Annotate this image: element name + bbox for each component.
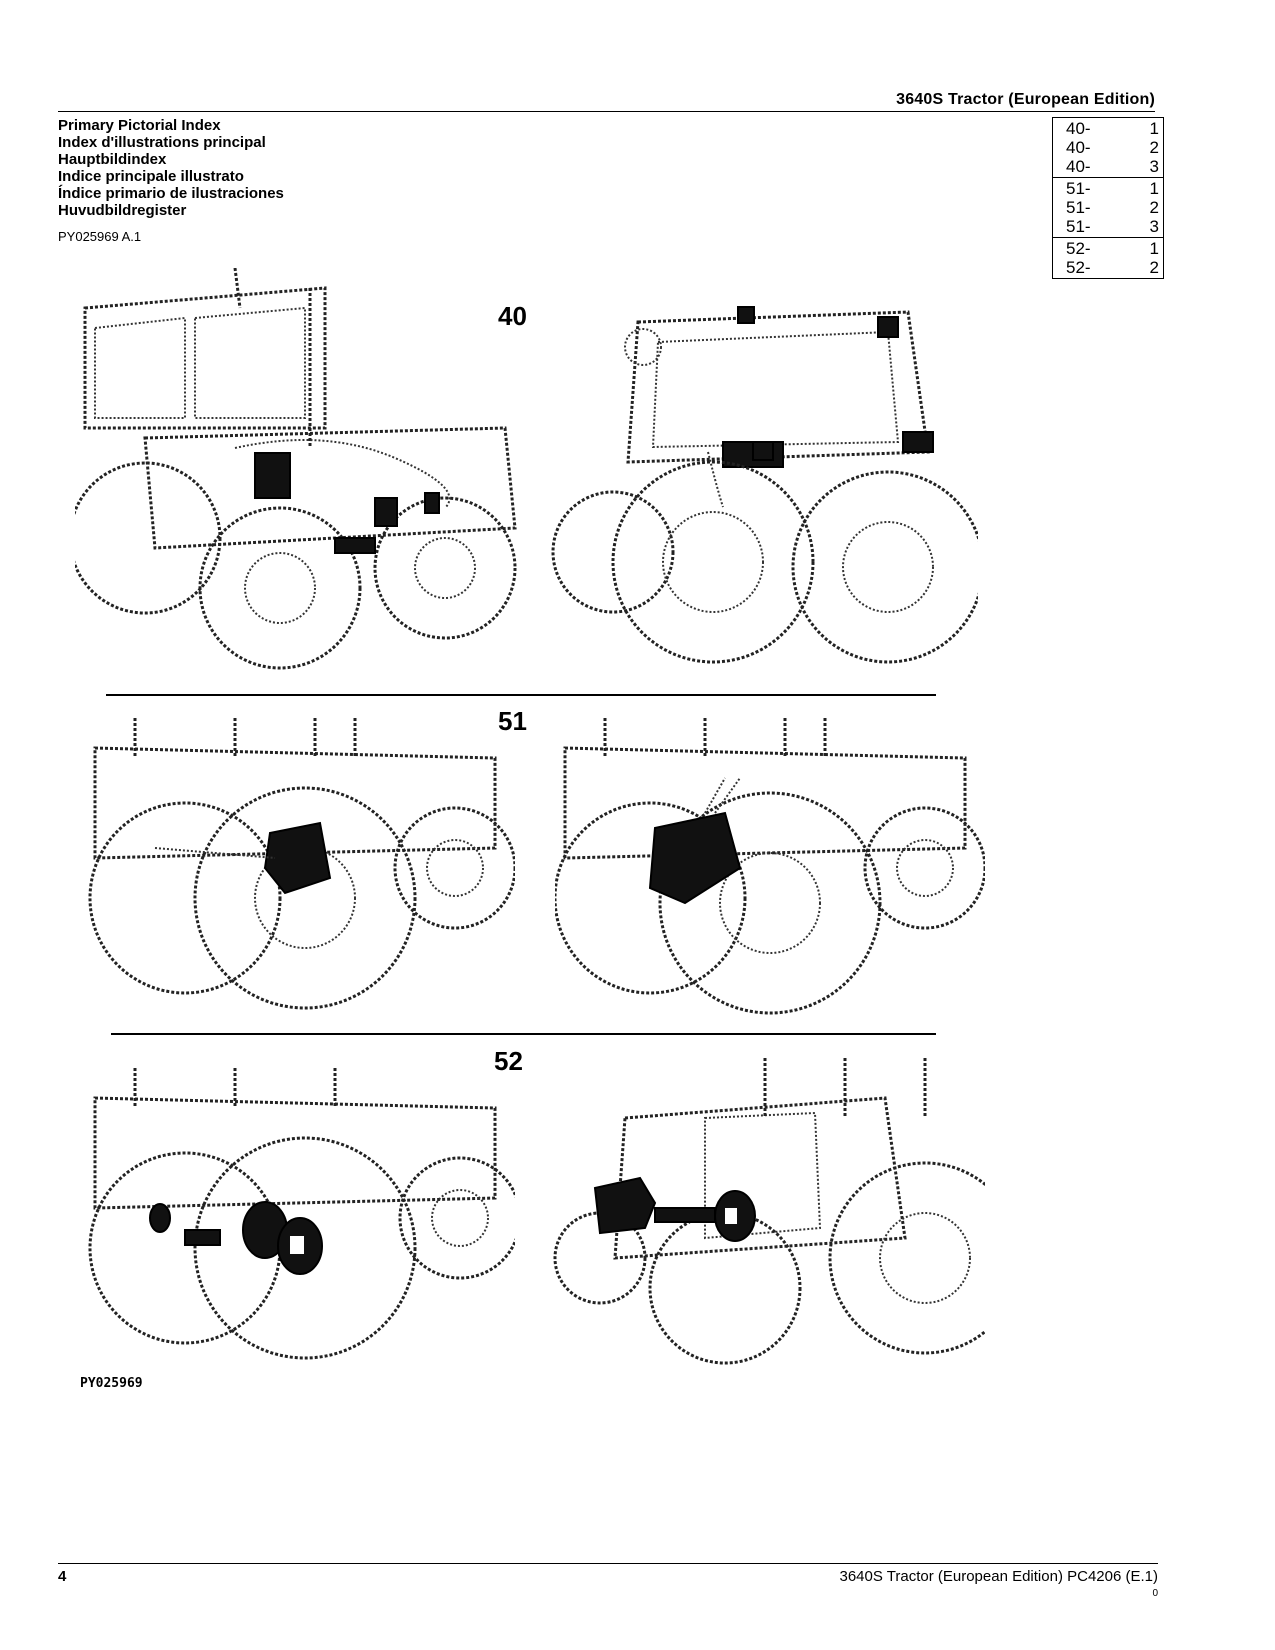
footer-text: 3640S Tractor (European Edition) PC4206 … bbox=[839, 1568, 1158, 1585]
document-title: 3640S Tractor (European Edition) bbox=[896, 91, 1155, 108]
footer-rule bbox=[58, 1563, 1158, 1564]
index-num: 1 bbox=[1149, 119, 1159, 138]
footer-mark: 0 bbox=[1152, 1588, 1158, 1599]
index-num: 2 bbox=[1149, 258, 1159, 277]
index-row[interactable]: 40- 3 bbox=[1053, 157, 1163, 176]
tractor-pto-rear-left-illustration[interactable] bbox=[75, 718, 515, 1018]
title-line: Primary Pictorial Index bbox=[58, 117, 221, 134]
index-row[interactable]: 52- 2 bbox=[1053, 258, 1163, 277]
index-num: 2 bbox=[1149, 138, 1159, 157]
title-line: Index d'illustrations principal bbox=[58, 134, 266, 151]
tractor-pto-rear-right-illustration[interactable] bbox=[555, 718, 985, 1018]
figure-label: PY025969 bbox=[80, 1376, 143, 1391]
title-line: Indice principale illustrato bbox=[58, 168, 244, 185]
index-row[interactable]: 51- 2 bbox=[1053, 198, 1163, 217]
index-group-40: 40- 1 40- 2 40- 3 bbox=[1053, 118, 1163, 178]
section-number-40[interactable]: 40 bbox=[498, 301, 527, 331]
index-row[interactable]: 52- 1 bbox=[1053, 239, 1163, 258]
index-code: 51- bbox=[1066, 179, 1091, 198]
index-code: 52- bbox=[1066, 258, 1091, 277]
index-code: 40- bbox=[1066, 138, 1091, 157]
index-row[interactable]: 40- 2 bbox=[1053, 138, 1163, 157]
tractor-electrical-rear-illustration[interactable] bbox=[548, 292, 978, 692]
index-group-51: 51- 1 51- 2 51- 3 bbox=[1053, 178, 1163, 238]
index-code: 52- bbox=[1066, 239, 1091, 258]
index-row[interactable]: 51- 1 bbox=[1053, 179, 1163, 198]
index-num: 2 bbox=[1149, 198, 1159, 217]
tractor-pto-shaft-left-illustration[interactable] bbox=[75, 1068, 515, 1368]
index-num: 1 bbox=[1149, 179, 1159, 198]
page-number: 4 bbox=[58, 1568, 67, 1585]
index-titles: Primary Pictorial Index Index d'illustra… bbox=[58, 117, 658, 219]
index-row[interactable]: 40- 1 bbox=[1053, 119, 1163, 138]
section-index-table: 40- 1 40- 2 40- 3 51- 1 51- 2 51- 3 52- 1 52- 2 bbox=[1052, 117, 1164, 279]
index-code: 40- bbox=[1066, 157, 1091, 176]
tractor-electrical-front-illustration[interactable] bbox=[75, 268, 530, 688]
section-divider bbox=[106, 694, 936, 696]
index-row[interactable]: 51- 3 bbox=[1053, 217, 1163, 236]
index-code: 51- bbox=[1066, 198, 1091, 217]
index-code: 51- bbox=[1066, 217, 1091, 236]
title-line: Huvudbildregister bbox=[58, 202, 187, 219]
index-num: 3 bbox=[1149, 217, 1159, 236]
index-num: 1 bbox=[1149, 239, 1159, 258]
section-number-52[interactable]: 52 bbox=[494, 1046, 523, 1076]
section-number-51[interactable]: 51 bbox=[498, 706, 527, 736]
title-line: Hauptbildindex bbox=[58, 151, 167, 168]
header-rule bbox=[58, 111, 1155, 112]
index-num: 3 bbox=[1149, 157, 1159, 176]
reference-code: PY025969 A.1 bbox=[58, 229, 142, 244]
tractor-pto-shaft-front-illustration[interactable] bbox=[545, 1058, 985, 1368]
index-group-52: 52- 1 52- 2 bbox=[1053, 238, 1163, 278]
section-divider bbox=[111, 1033, 936, 1035]
title-line: Índice primario de ilustraciones bbox=[58, 185, 284, 202]
index-code: 40- bbox=[1066, 119, 1091, 138]
